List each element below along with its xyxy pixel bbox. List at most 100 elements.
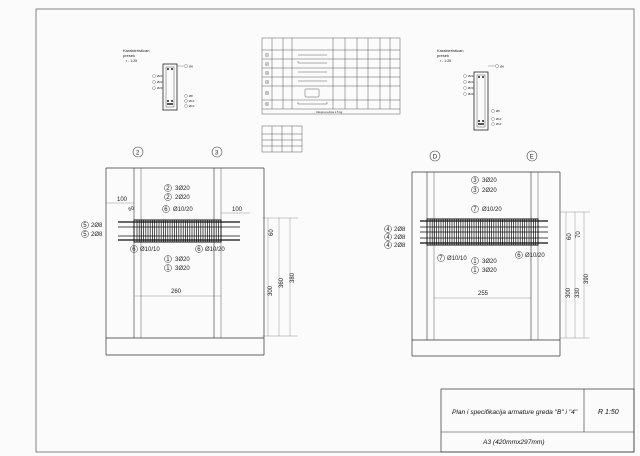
title-block-scale: R 1:50	[598, 409, 619, 416]
section-right-outline	[473, 71, 489, 131]
svg-text:3Ø20: 3Ø20	[175, 266, 190, 272]
title-block-title: Plan i specifikacija armature greda "B" …	[452, 409, 578, 416]
svg-text:1: 1	[473, 268, 477, 274]
svg-text:6: 6	[266, 102, 268, 106]
section-right-title2: presek	[437, 53, 449, 58]
spec-table-footer: Ukupna tezina 1.5 kg	[316, 110, 343, 114]
svg-text:6: 6	[517, 253, 521, 259]
title-block: Plan i specifikacija armature greda "B" …	[440, 388, 635, 453]
svg-text:2Ø20: 2Ø20	[175, 195, 190, 201]
sheet-frame	[35, 8, 635, 453]
svg-text:Ø20: Ø20	[468, 86, 474, 90]
svg-text:1: 1	[166, 257, 170, 263]
svg-text:3Ø20: 3Ø20	[482, 178, 497, 184]
svg-text:Ø10: Ø10	[189, 104, 195, 108]
svg-text:2: 2	[136, 151, 140, 157]
svg-text:1: 1	[473, 259, 477, 265]
svg-text:3: 3	[473, 178, 477, 184]
svg-text:3Ø20: 3Ø20	[482, 259, 497, 265]
svg-text:Ø20: Ø20	[157, 86, 163, 90]
svg-text:4: 4	[386, 227, 390, 233]
svg-text:7: 7	[473, 207, 477, 213]
beam-4-dim-v4: 390	[584, 273, 590, 284]
svg-text:Ø20: Ø20	[157, 80, 163, 84]
axis-marker-2	[132, 146, 144, 158]
svg-text:Ø10/20: Ø10/20	[482, 207, 502, 213]
section-left-title2: presek	[123, 53, 135, 58]
beam-b-elevation: 2 3 100 100 60 2 3Ø20 2 2Ø2	[81, 146, 298, 356]
svg-text:4: 4	[386, 243, 390, 249]
svg-text:5: 5	[83, 223, 87, 229]
svg-text:Ø10/20: Ø10/20	[173, 207, 193, 213]
svg-text:1: 1	[166, 266, 170, 272]
title-block-format: A3 (420mmx297mm)	[482, 439, 545, 446]
svg-text:2Ø8: 2Ø8	[91, 223, 103, 229]
beam-b-dim-top-left: 100	[117, 197, 128, 203]
beam-4-dim-span: 255	[478, 291, 489, 297]
beam-4-dim-v1: 70	[576, 231, 582, 238]
specification-table	[261, 37, 401, 115]
svg-text:Ø20: Ø20	[468, 74, 474, 78]
section-left-outline	[162, 63, 178, 111]
axis-marker-d	[429, 150, 441, 162]
svg-text:3: 3	[215, 151, 219, 157]
section-left-top-bar: Ø6	[189, 65, 193, 69]
svg-text:Ø8: Ø8	[496, 109, 500, 113]
svg-text:3Ø20: 3Ø20	[175, 186, 190, 192]
beam-b-dim-v3: 380	[290, 272, 296, 283]
svg-text:1: 1	[266, 53, 268, 57]
svg-text:Ø8: Ø8	[189, 94, 193, 98]
svg-text:6: 6	[164, 207, 168, 213]
svg-text:Ø20: Ø20	[468, 92, 474, 96]
svg-text:5: 5	[83, 232, 87, 238]
section-right-scale: r - 1:25	[440, 59, 451, 63]
svg-text:E: E	[530, 155, 534, 161]
svg-text:2: 2	[266, 62, 268, 66]
svg-text:7: 7	[439, 256, 443, 262]
svg-text:Ø10/10: Ø10/10	[447, 256, 467, 262]
axis-marker-e	[526, 150, 538, 162]
beam-4-elevation: D E 3 3Ø20 3 2Ø20 7 Ø10/20	[384, 150, 590, 357]
beam-b-dim-v2: 360	[279, 277, 285, 288]
svg-text:3: 3	[266, 71, 268, 75]
beam-4-dim-v3: 330	[575, 287, 581, 298]
beam-b-dim-v1: 300	[268, 285, 274, 296]
beam-b-dim-span: 260	[171, 289, 182, 295]
section-right-top-bar: Ø6	[500, 65, 504, 69]
beam-b-dim-small: 60	[128, 205, 135, 213]
svg-text:3Ø20: 3Ø20	[482, 268, 497, 274]
svg-text:6: 6	[132, 247, 136, 253]
svg-text:Ø20: Ø20	[157, 74, 163, 78]
svg-text:3Ø20: 3Ø20	[175, 257, 190, 263]
svg-text:2Ø8: 2Ø8	[394, 243, 406, 249]
svg-text:5: 5	[266, 91, 268, 95]
section-detail-left: Karakteristican presek r - 1:25 Ø6 Ø20 Ø…	[123, 48, 195, 111]
section-right-title1: Karakteristican	[437, 48, 463, 53]
svg-text:2Ø8: 2Ø8	[91, 232, 103, 238]
beam-4-dim-v2: 300	[566, 287, 572, 298]
section-left-scale: r - 1:25	[126, 59, 137, 63]
svg-text:Ø10: Ø10	[496, 122, 502, 126]
svg-text:3: 3	[473, 188, 477, 194]
svg-text:Ø10/10: Ø10/10	[140, 247, 160, 253]
svg-text:2Ø8: 2Ø8	[394, 227, 406, 233]
svg-text:Ø20: Ø20	[468, 80, 474, 84]
svg-text:2: 2	[166, 195, 170, 201]
recap-table	[261, 125, 303, 153]
svg-text:D: D	[433, 155, 438, 161]
svg-text:Ø10: Ø10	[189, 99, 195, 103]
svg-text:4: 4	[386, 235, 390, 241]
svg-text:Ø10/20: Ø10/20	[205, 247, 225, 253]
axis-marker-3	[211, 146, 223, 158]
svg-text:2Ø8: 2Ø8	[394, 235, 406, 241]
beam-b-dim-v0: 60	[269, 229, 275, 236]
svg-text:2Ø20: 2Ø20	[482, 188, 497, 194]
svg-text:4: 4	[266, 80, 268, 84]
svg-text:2: 2	[166, 186, 170, 192]
beam-4-dim-v0: 60	[567, 233, 573, 240]
svg-text:6: 6	[197, 247, 201, 253]
spec-table-row-numbers: 1 2 3 4 5 6	[265, 53, 269, 106]
section-detail-right: Karakteristican presek r - 1:25 Ø6 Ø20 Ø…	[437, 48, 504, 131]
section-left-title1: Karakteristican	[123, 48, 149, 53]
